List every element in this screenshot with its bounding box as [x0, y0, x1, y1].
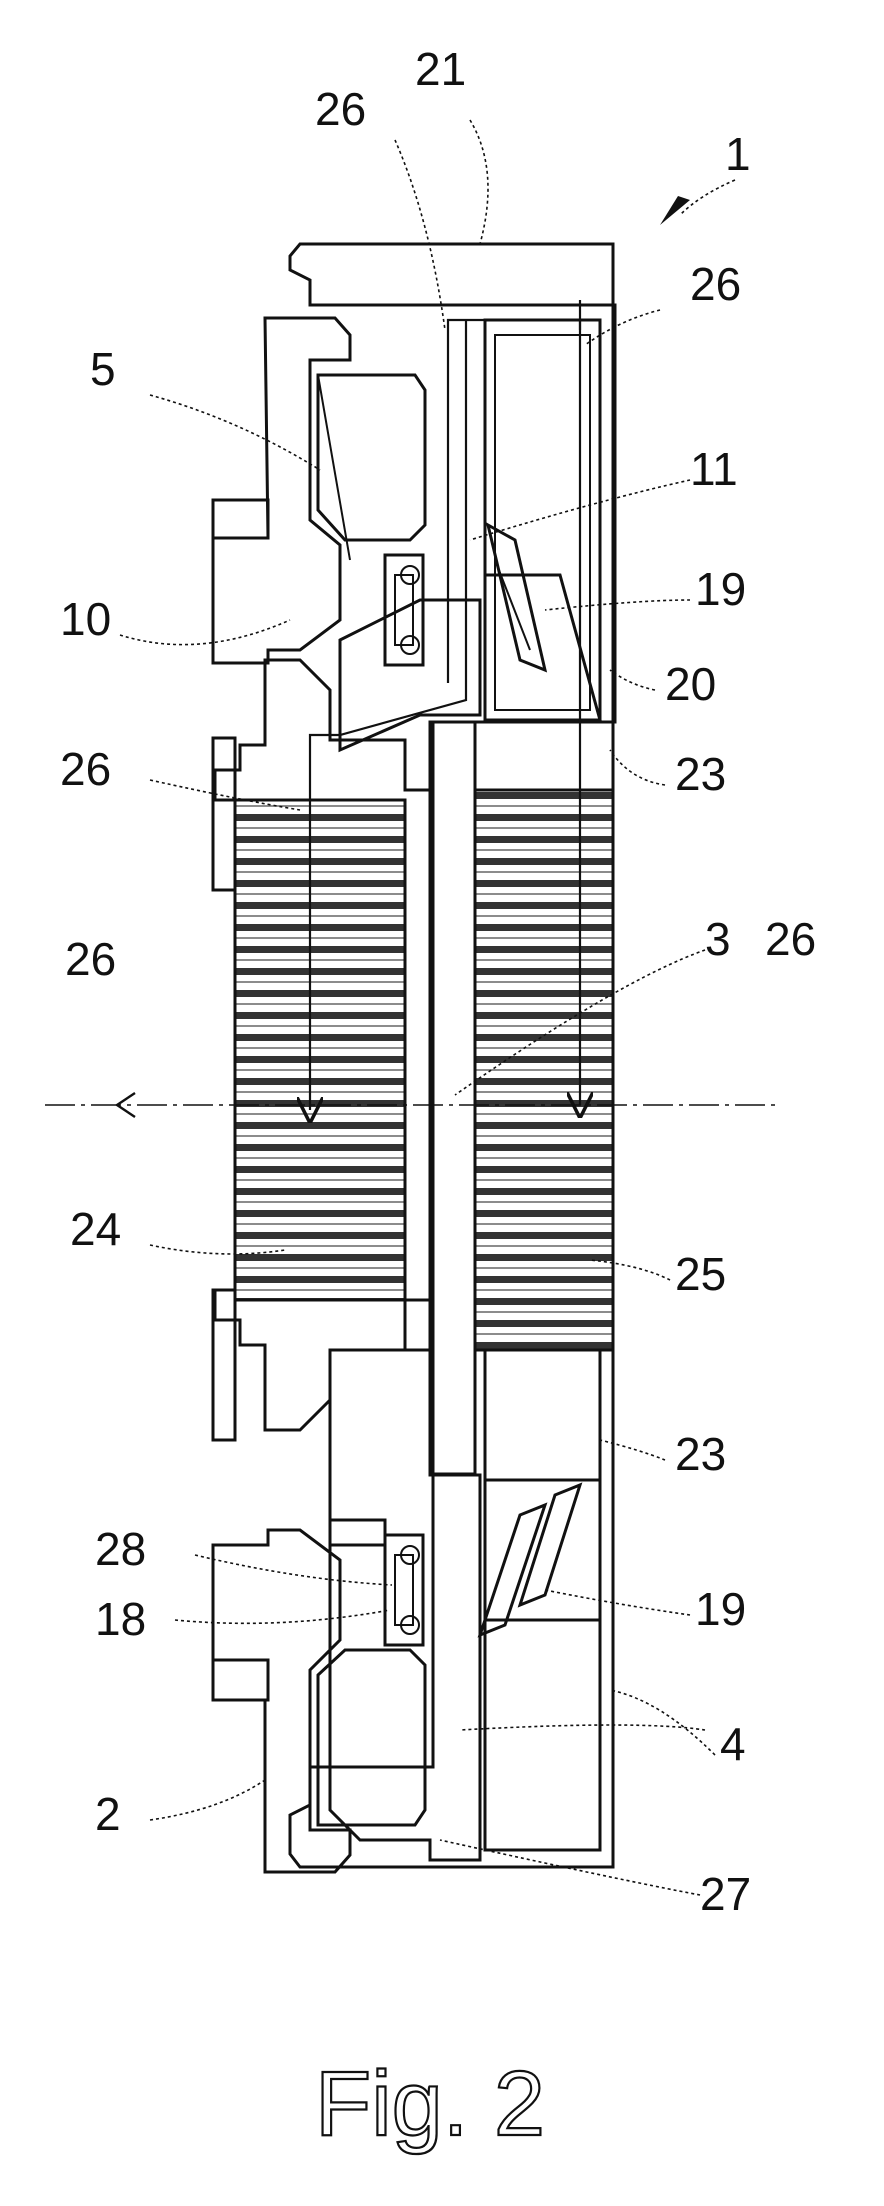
label-20: 20	[665, 658, 716, 710]
label-11: 11	[690, 443, 738, 495]
label-5: 5	[90, 343, 116, 395]
label-27: 27	[700, 1868, 751, 1920]
label-26-top-left: 26	[315, 83, 366, 135]
seal-upper	[383, 553, 425, 667]
label-1: 1	[725, 128, 751, 180]
lower-cavity	[483, 1348, 602, 1852]
axis-line	[45, 1092, 775, 1118]
seal-lower	[328, 1518, 425, 1647]
label-23-lower: 23	[675, 1428, 726, 1480]
fan-blade-lower-19	[477, 1482, 583, 1638]
main-ref-arrow	[660, 179, 736, 225]
figure-caption: Fig. 2	[315, 2053, 545, 2155]
label-24: 24	[70, 1203, 121, 1255]
leader-lines	[119, 119, 716, 1896]
label-26-axis-right: 26	[765, 913, 816, 965]
label-3: 3	[705, 913, 731, 965]
center-plate-3	[428, 720, 477, 1476]
label-4: 4	[720, 1718, 746, 1770]
flow-path	[310, 300, 580, 1110]
lower-inner	[328, 1348, 482, 1862]
fan-blade-upper-19	[485, 522, 548, 673]
label-26-top-right: 26	[690, 258, 741, 310]
label-25: 25	[675, 1248, 726, 1300]
label-2: 2	[95, 1788, 121, 1840]
label-23-upper: 23	[675, 748, 726, 800]
reference-labels: 1 21 26 26 5 11 10 19 20 23 26 3 26 26 2…	[60, 43, 816, 1920]
housing-21	[288, 242, 617, 1869]
left-housing-2	[211, 1528, 352, 1874]
label-19-lower: 19	[695, 1583, 746, 1635]
label-21: 21	[415, 43, 466, 95]
bearing-5	[316, 373, 427, 561]
right-ribs-25	[473, 788, 615, 1352]
label-10: 10	[60, 593, 111, 645]
flange-10	[211, 316, 352, 665]
label-28: 28	[95, 1523, 146, 1575]
label-19-upper: 19	[695, 563, 746, 615]
bearing-lower	[316, 1648, 427, 1827]
label-18: 18	[95, 1593, 146, 1645]
label-26-mid: 26	[60, 743, 111, 795]
shaft-part-11	[338, 598, 482, 753]
left-ribs-24	[233, 798, 407, 1302]
label-26-axis-left: 26	[65, 933, 116, 985]
